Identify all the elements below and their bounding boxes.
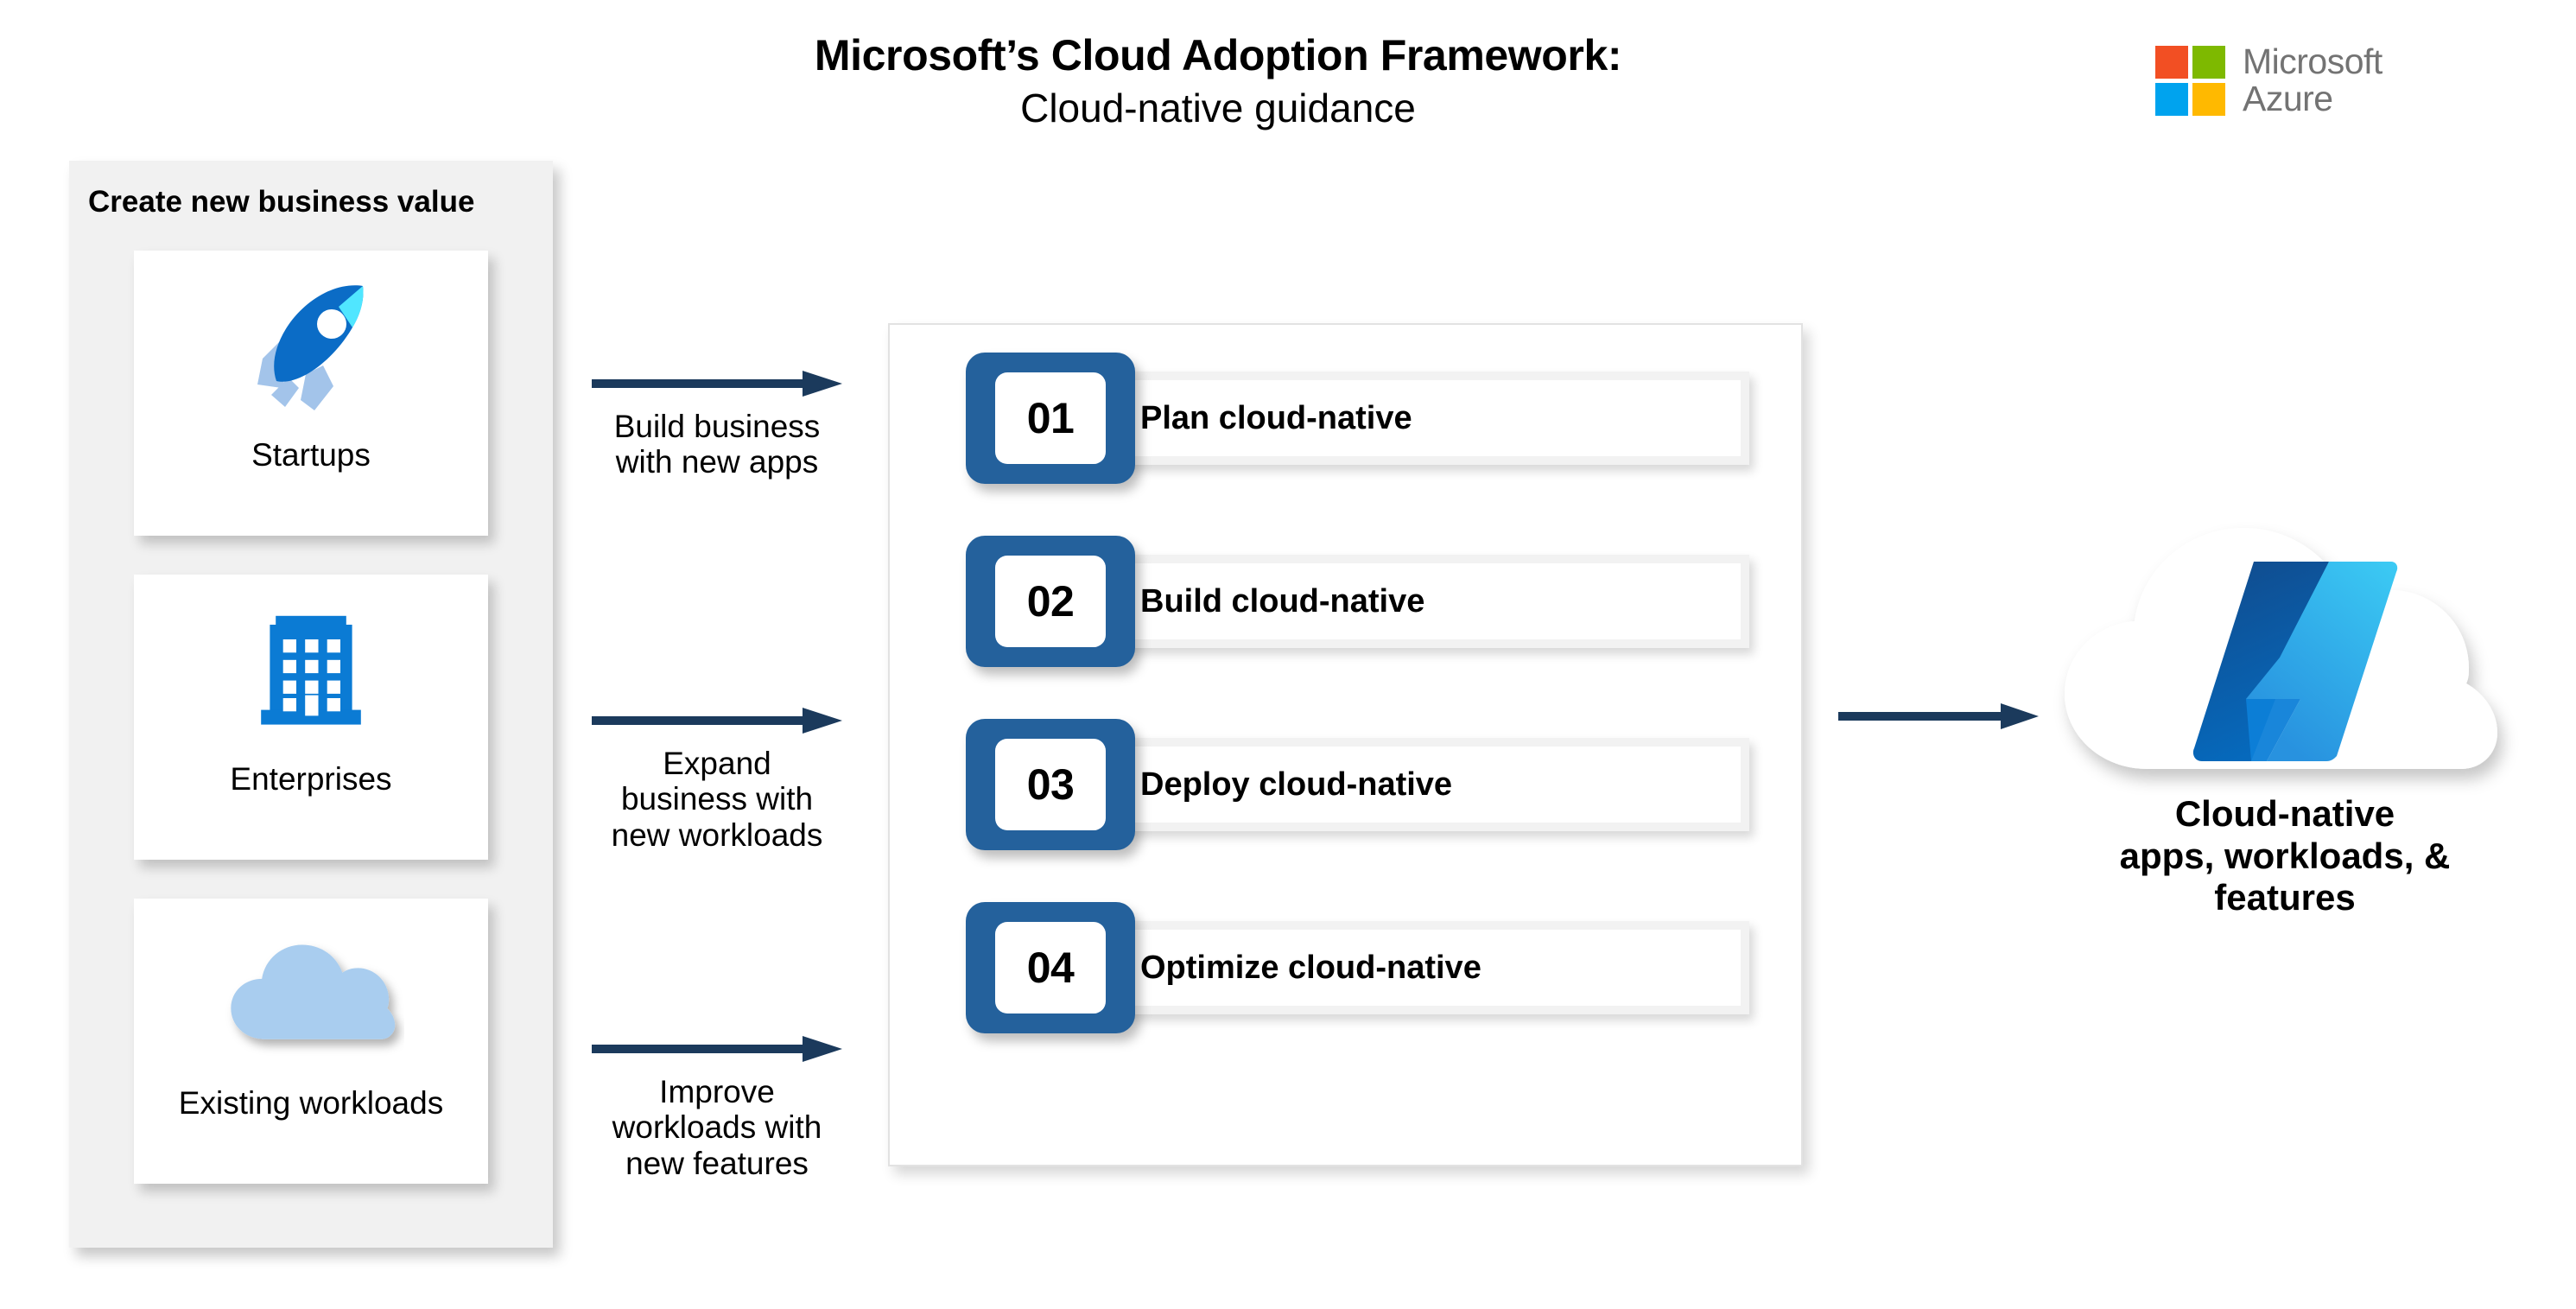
step-number: 03	[995, 739, 1106, 830]
cloud-icon	[219, 899, 404, 1087]
arrow-right-icon	[1838, 703, 2039, 729]
create-new-business-value-panel: Create new business value Startups	[69, 161, 553, 1248]
logo-square-red	[2155, 45, 2188, 79]
step-badge: 03	[966, 719, 1135, 850]
steps-list: Plan cloud-native 01	[890, 325, 1801, 1033]
brand-line-azure: Azure	[2243, 79, 2333, 119]
segment-card-enterprises[interactable]: Enterprises	[134, 575, 488, 860]
outcome-label: Cloud-native apps, workloads, & features	[2119, 793, 2451, 918]
step-row[interactable]: Plan cloud-native 01	[890, 353, 1801, 484]
step-row[interactable]: Optimize cloud-native 04	[890, 902, 1801, 1033]
customer-segment-list: Startups	[69, 251, 553, 1223]
step-number: 04	[995, 922, 1106, 1014]
title-sub-line: Cloud-native guidance	[1020, 86, 1416, 130]
segment-label: Startups	[251, 437, 371, 473]
step-bar[interactable]: Build cloud-native	[1028, 555, 1749, 648]
outcome-block: Cloud-native apps, workloads, & features	[2039, 510, 2531, 919]
flow-arrow-group-3: Improve workloads with new features	[579, 1033, 855, 1181]
step-bar[interactable]: Deploy cloud-native	[1028, 738, 1749, 831]
arrow-caption: Improve workloads with new features	[612, 1074, 822, 1181]
step-badge: 04	[966, 902, 1135, 1033]
office-building-icon	[238, 575, 384, 763]
rocket-icon	[225, 251, 397, 439]
title-main-line: Microsoft’s Cloud Adoption Framework:	[814, 31, 1622, 79]
step-label: Optimize cloud-native	[1140, 949, 1482, 986]
logo-square-yellow	[2192, 82, 2225, 116]
step-row[interactable]: Build cloud-native 02	[890, 536, 1801, 667]
microsoft-logo-icon	[2155, 45, 2225, 116]
page-title: Microsoft’s Cloud Adoption Framework: Cl…	[657, 31, 1780, 132]
arrow-right-icon	[592, 1036, 842, 1062]
segment-label: Existing workloads	[178, 1085, 444, 1121]
step-bar[interactable]: Plan cloud-native	[1028, 372, 1749, 465]
segment-label: Enterprises	[230, 761, 392, 797]
arrow-right-icon	[592, 708, 842, 734]
brand-wordmark: Microsoft Azure	[2243, 41, 2382, 119]
azure-cloud-logo-icon	[2065, 528, 2497, 769]
step-row[interactable]: Deploy cloud-native 03	[890, 719, 1801, 850]
step-label: Deploy cloud-native	[1140, 766, 1453, 803]
step-label: Build cloud-native	[1140, 582, 1425, 620]
arrow-caption: Expand business with new workloads	[611, 746, 823, 853]
arrow-right-icon	[592, 371, 842, 397]
flow-arrow-group-1: Build business with new apps	[579, 367, 855, 480]
segment-card-existing-workloads[interactable]: Existing workloads	[134, 899, 488, 1184]
logo-square-blue	[2155, 82, 2188, 116]
cloud-native-steps-panel: Plan cloud-native 01	[888, 323, 1803, 1166]
step-number: 01	[995, 372, 1106, 464]
segment-card-startups[interactable]: Startups	[134, 251, 488, 536]
step-number: 02	[995, 556, 1106, 647]
microsoft-azure-logo: Microsoft Azure	[2155, 41, 2382, 119]
brand-line-microsoft: Microsoft	[2243, 41, 2382, 81]
logo-square-green	[2192, 45, 2225, 79]
step-badge: 01	[966, 353, 1135, 484]
step-badge: 02	[966, 536, 1135, 667]
arrow-caption: Build business with new apps	[613, 409, 821, 480]
left-panel-heading: Create new business value	[88, 185, 475, 219]
step-bar[interactable]: Optimize cloud-native	[1028, 921, 1749, 1014]
flow-arrow-group-2: Expand business with new workloads	[579, 704, 855, 853]
step-label: Plan cloud-native	[1140, 399, 1412, 436]
